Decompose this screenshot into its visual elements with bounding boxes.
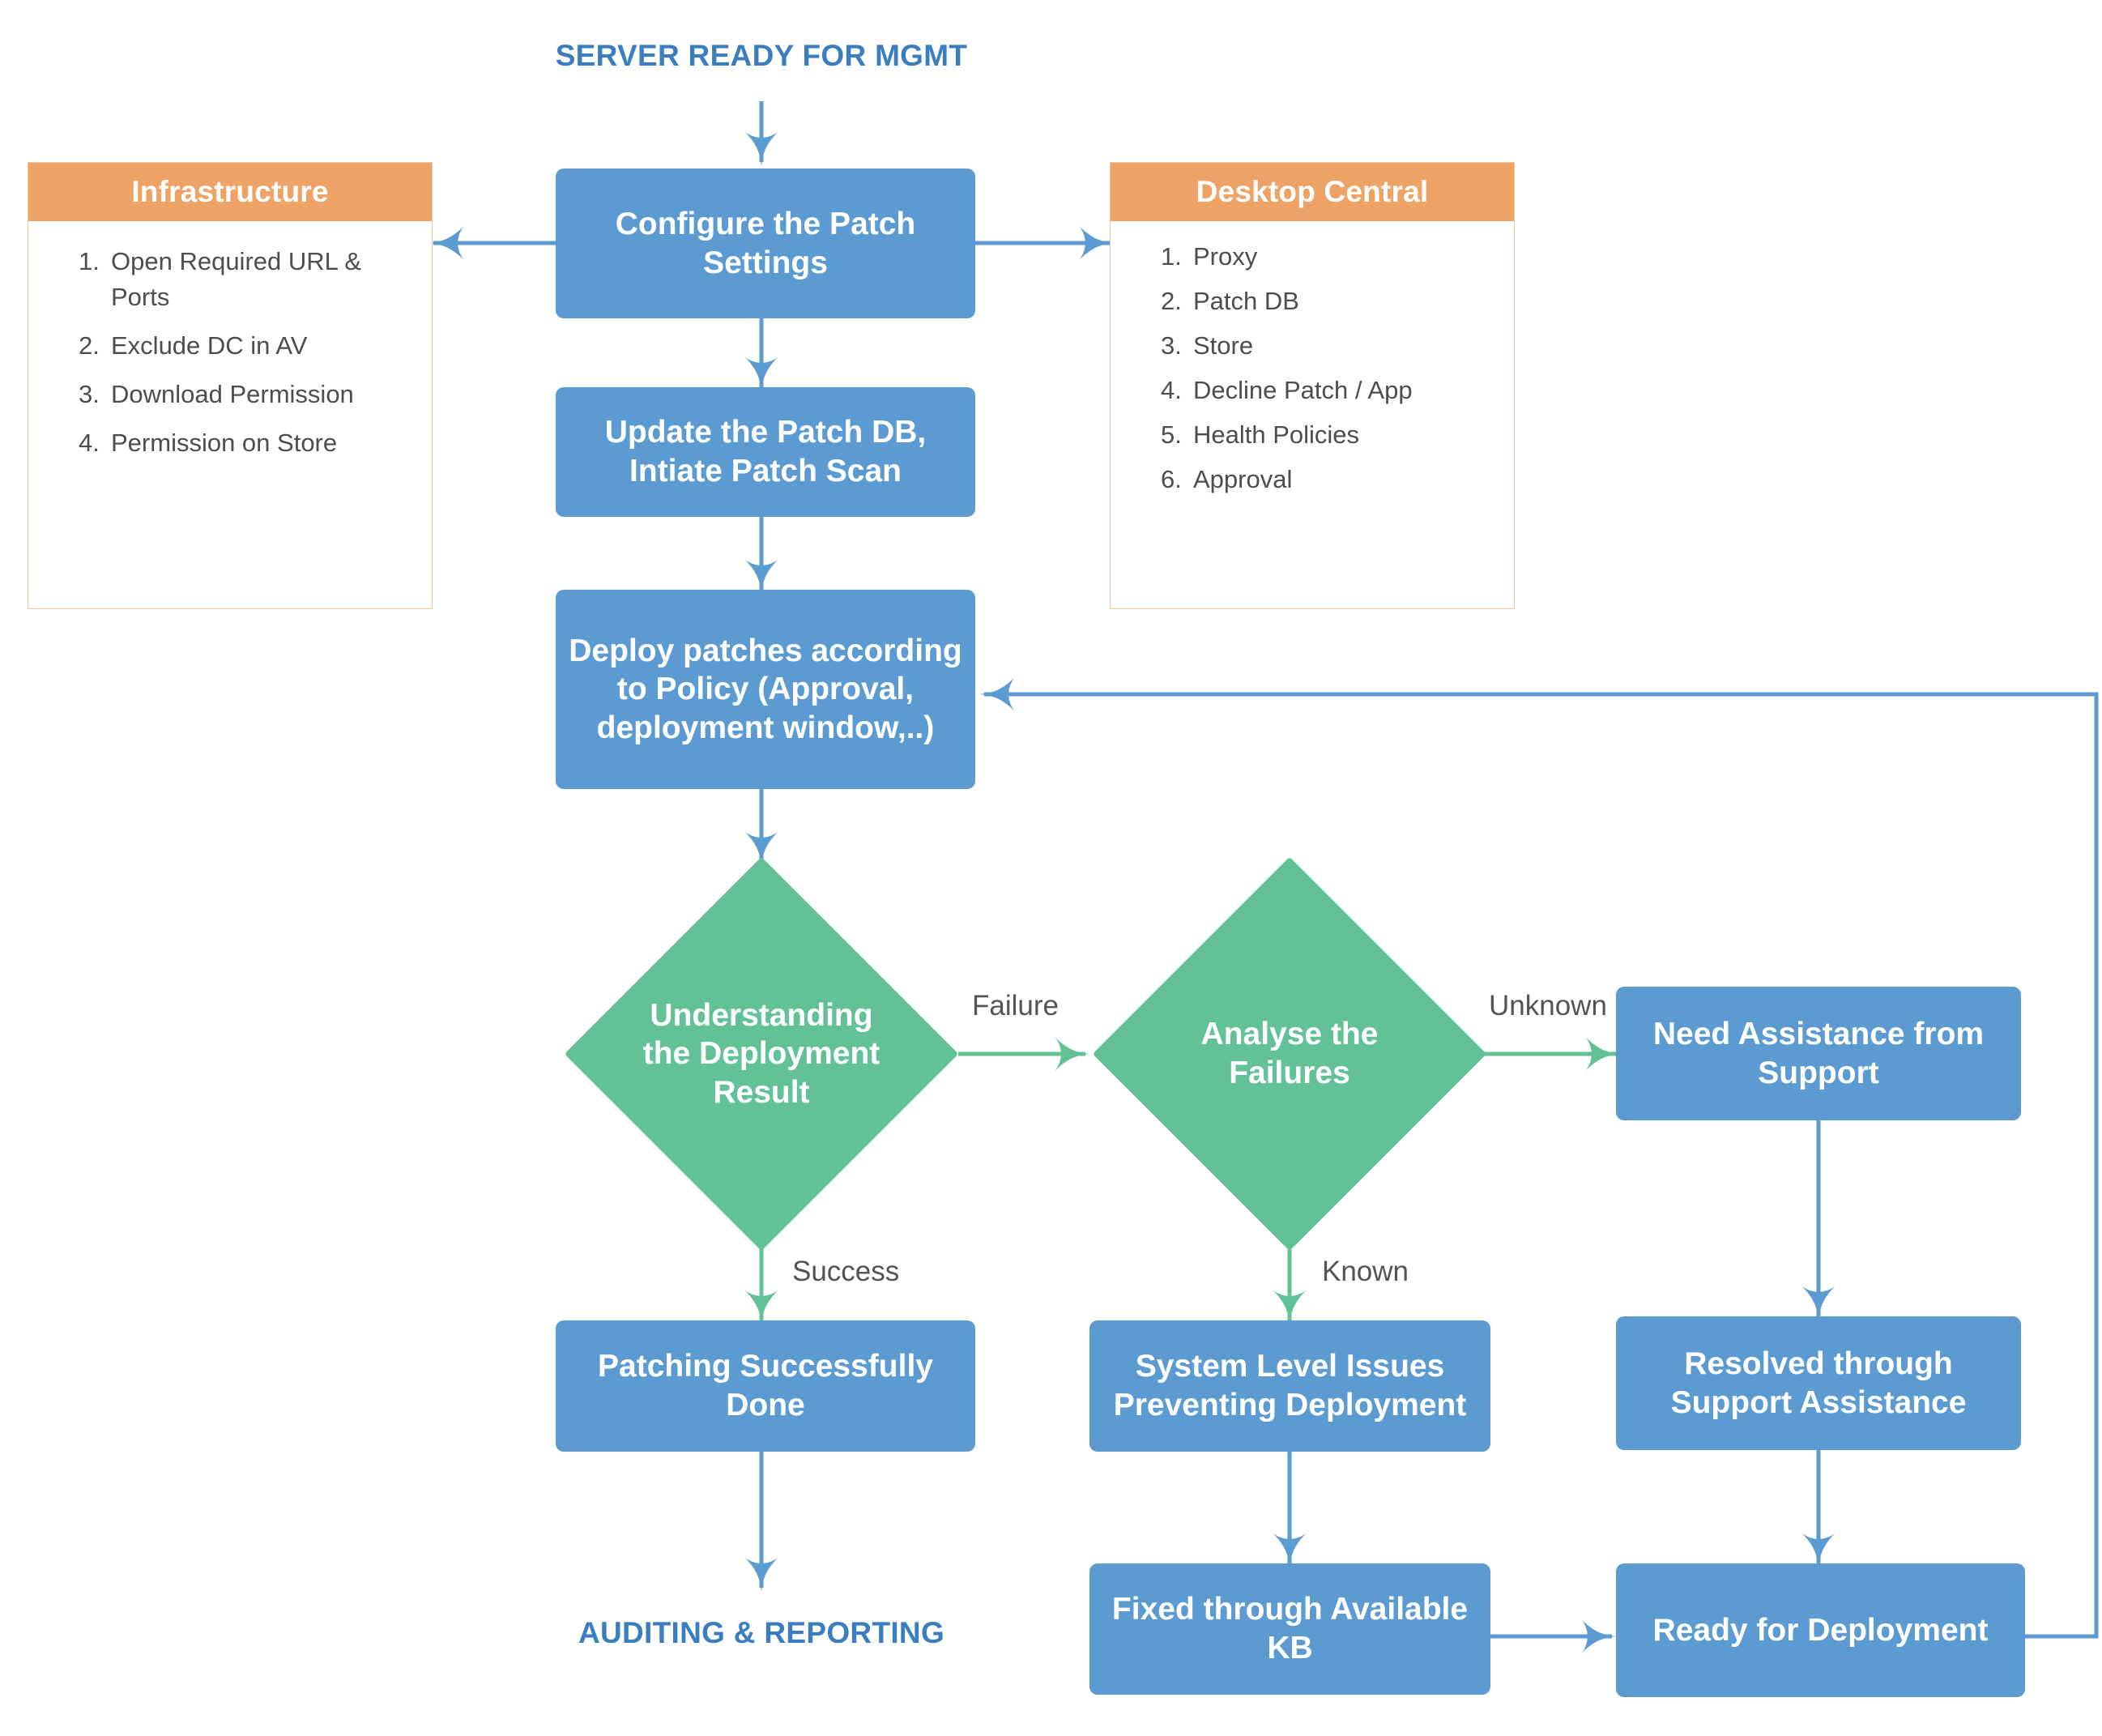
edge-label-success: Success xyxy=(792,1256,900,1287)
list-item-number: 2. xyxy=(79,331,100,360)
edge-label-failure: Failure xyxy=(972,990,1059,1022)
list-item-label: Patch DB xyxy=(1193,287,1299,316)
list-item-label: Health Policies xyxy=(1193,420,1360,450)
process-patching-successfully-done[interactable]: Patching Successfully Done xyxy=(556,1320,975,1452)
list-item-label: Exclude DC in AV xyxy=(111,331,308,360)
list-item-label: Approval xyxy=(1193,465,1293,494)
list-item: 3. Download Permission xyxy=(79,377,403,412)
list-item: 1. Open Required URL & Ports xyxy=(79,244,403,315)
process-update-patch-db[interactable]: Update the Patch DB, Intiate Patch Scan xyxy=(556,387,975,517)
list-item-number: 1. xyxy=(79,247,100,275)
terminator-server-ready: SERVER READY FOR MGMT xyxy=(555,39,968,72)
decision-understanding-deployment-result[interactable]: Understanding the Deployment Result xyxy=(564,856,959,1252)
list-item: 4. Permission on Store xyxy=(79,425,403,461)
process-system-level-issues[interactable]: System Level Issues Preventing Deploymen… xyxy=(1089,1320,1490,1452)
panel-infrastructure: Infrastructure 1. Open Required URL & Po… xyxy=(28,162,433,609)
list-item: 6. Approval xyxy=(1161,462,1514,497)
terminator-auditing-reporting: AUDITING & REPORTING xyxy=(578,1616,945,1649)
decision-analyse-label: Analyse the Failures xyxy=(1200,1017,1379,1090)
list-item: 2. Exclude DC in AV xyxy=(79,328,403,364)
edge-label-unknown: Unknown xyxy=(1489,990,1607,1022)
process-deploy-patches[interactable]: Deploy patches according to Policy (Appr… xyxy=(556,590,975,789)
list-item-number: 6. xyxy=(1161,465,1182,494)
process-ready-for-deployment[interactable]: Ready for Deployment xyxy=(1616,1563,2025,1697)
list-item-label: Proxy xyxy=(1193,242,1258,271)
list-item-number: 2. xyxy=(1161,287,1182,316)
list-item: 4. Decline Patch / App xyxy=(1161,373,1514,408)
panel-desktop-central: Desktop Central 1. Proxy 2. Patch DB 3. … xyxy=(1110,162,1515,609)
list-item-number: 3. xyxy=(1161,331,1182,360)
panel-desktop-central-body: 1. Proxy 2. Patch DB 3. Store 4. Decline… xyxy=(1111,221,1514,514)
decision-understanding-label: Understanding the Deployment Result xyxy=(642,997,880,1110)
list-item-label: Decline Patch / App xyxy=(1193,376,1413,405)
list-item: 5. Health Policies xyxy=(1161,417,1514,453)
panel-infrastructure-body: 1. Open Required URL & Ports 2. Exclude … xyxy=(28,221,432,482)
process-need-assistance-from-support[interactable]: Need Assistance from Support xyxy=(1616,987,2021,1120)
list-item-label: Store xyxy=(1193,331,1254,360)
list-item-label: Open Required URL & Ports xyxy=(111,247,362,312)
edge-label-known: Known xyxy=(1322,1256,1409,1287)
process-configure-patch-settings[interactable]: Configure the Patch Settings xyxy=(556,168,975,318)
list-item-number: 1. xyxy=(1161,242,1182,271)
list-item-label: Permission on Store xyxy=(111,429,338,458)
process-fixed-through-available-kb[interactable]: Fixed through Available KB xyxy=(1089,1563,1490,1695)
decision-analyse-the-failures[interactable]: Analyse the Failures xyxy=(1092,856,1487,1252)
process-resolved-through-support-assistance[interactable]: Resolved through Support Assistance xyxy=(1616,1316,2021,1450)
list-item: 3. Store xyxy=(1161,328,1514,364)
list-item: 1. Proxy xyxy=(1161,239,1514,275)
list-item: 2. Patch DB xyxy=(1161,284,1514,319)
list-item-number: 5. xyxy=(1161,420,1182,450)
list-item-label: Download Permission xyxy=(111,380,354,409)
list-item-number: 3. xyxy=(79,380,100,409)
panel-desktop-central-header: Desktop Central xyxy=(1111,163,1514,221)
panel-infrastructure-header: Infrastructure xyxy=(28,163,432,221)
list-item-number: 4. xyxy=(79,429,100,458)
list-item-number: 4. xyxy=(1161,376,1182,405)
